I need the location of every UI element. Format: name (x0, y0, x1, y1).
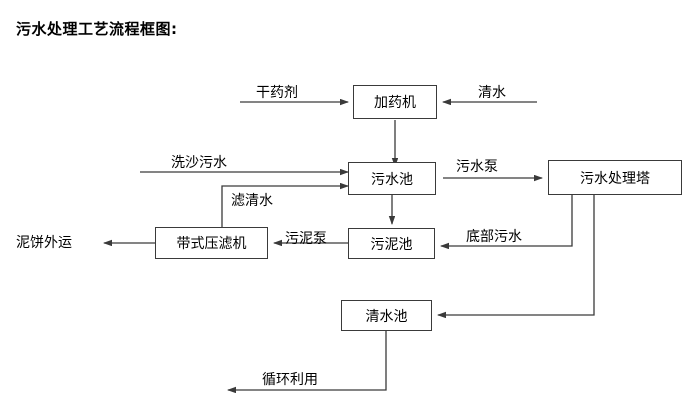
node-sewage-pool[interactable]: 污水池 (348, 162, 436, 195)
edge-clean-water-pool-to-recycle (227, 331, 387, 394)
edge-tower-to-sludge-pool (440, 195, 573, 250)
node-dosing-machine[interactable]: 加药机 (353, 85, 437, 119)
node-label: 污水池 (371, 171, 413, 188)
node-sludge-pool[interactable]: 污泥池 (348, 228, 435, 259)
node-label: 污泥池 (370, 236, 413, 253)
edge-label-filtered-clear-water: 滤清水 (231, 193, 273, 209)
edge-filter-press-to-sewage-pool (221, 182, 349, 227)
node-sewage-treatment-tower[interactable]: 污水处理塔 (548, 160, 682, 195)
terminal-clean-water-input: 清水 (478, 85, 506, 101)
node-label: 清水池 (365, 308, 408, 325)
page-title: 污水处理工艺流程框图: (16, 20, 178, 38)
terminal-sand-washing-sewage: 洗沙污水 (171, 155, 227, 171)
node-label: 带式压滤机 (176, 236, 247, 252)
edge-label-sewage-pump: 污水泵 (456, 159, 498, 175)
edge-tower-to-clean-water-pool (437, 195, 595, 319)
node-clean-water-pool[interactable]: 清水池 (341, 300, 432, 331)
edge-label-sludge-pump: 污泥泵 (285, 231, 327, 247)
edge-label-recycling-use: 循环利用 (262, 372, 318, 388)
node-label: 污水处理塔 (580, 170, 650, 187)
node-belt-filter-press[interactable]: 带式压滤机 (155, 227, 268, 259)
edge-label-bottom-sewage: 底部污水 (466, 229, 522, 245)
terminal-mud-cake-out: 泥饼外运 (16, 235, 72, 251)
terminal-dry-agent: 干药剂 (256, 85, 298, 101)
node-label: 加药机 (374, 95, 416, 111)
